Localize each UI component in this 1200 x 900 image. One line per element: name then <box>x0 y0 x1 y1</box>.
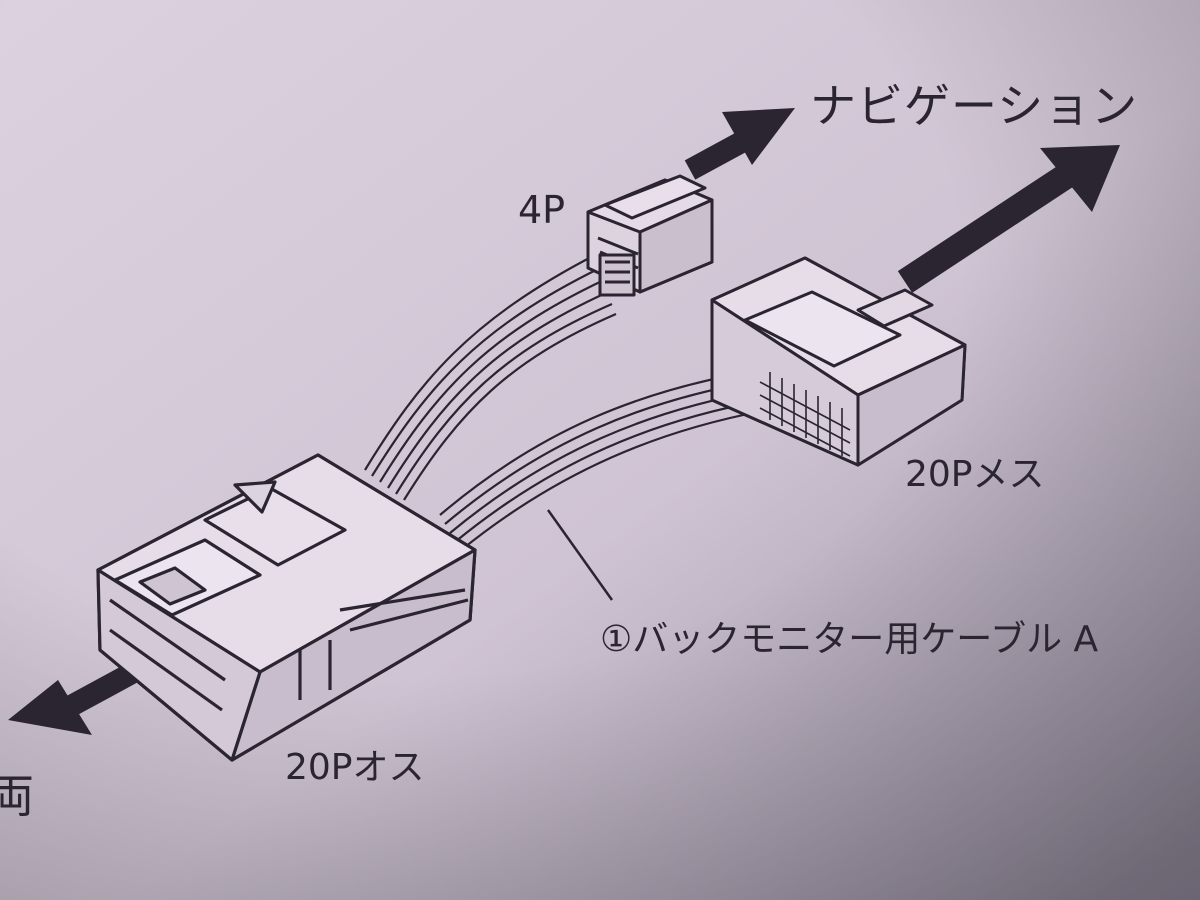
label-20p-male: 20Pオス <box>285 747 425 788</box>
connector-4p <box>586 174 714 297</box>
label-navigation: ナビゲーション <box>810 79 1139 133</box>
connector-20p-female <box>710 256 967 467</box>
label-4p: 4P <box>518 188 566 232</box>
label-20p-female: 20Pメス <box>905 454 1045 495</box>
wire-bundle-4p <box>364 254 617 501</box>
connector-20p-female-pin-grid <box>759 372 851 457</box>
arrow-to-navigation-small <box>684 108 795 180</box>
arrow-to-navigation-large <box>897 145 1120 293</box>
label-cable: ①バックモニター用ケーブル A <box>600 619 1099 660</box>
label-vehicle-partial: 両 <box>0 769 34 823</box>
cable-leader-line <box>546 509 614 601</box>
connector-20p-male <box>96 453 477 762</box>
